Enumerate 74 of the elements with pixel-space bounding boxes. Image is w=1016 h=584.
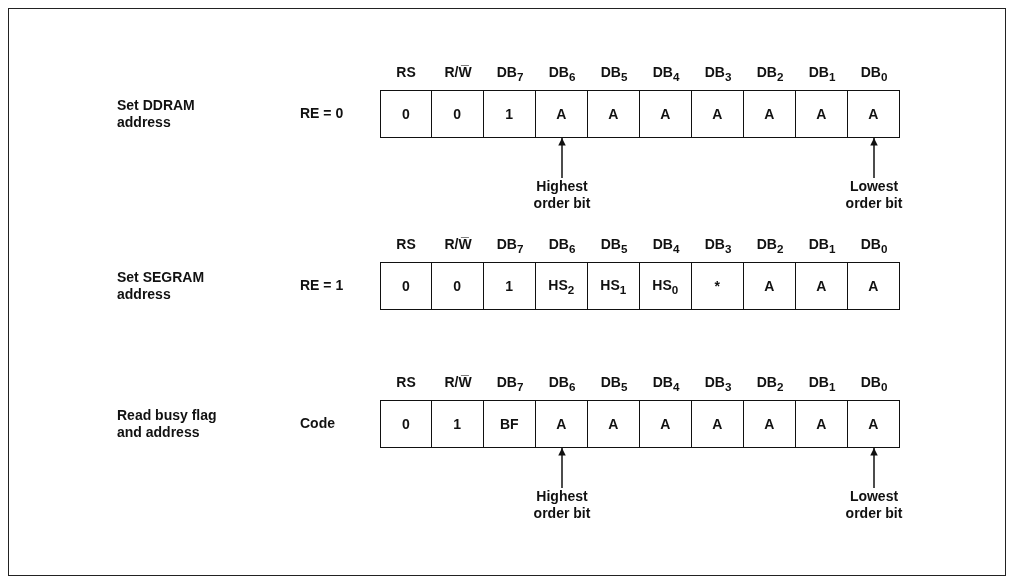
mode-label: Code bbox=[300, 415, 335, 432]
register-bit: 0 bbox=[430, 262, 484, 310]
leader-line bbox=[870, 447, 878, 489]
bit-name: DB$_{4}$ bbox=[651, 374, 681, 393]
leader-note: Highest order bit bbox=[526, 178, 598, 212]
bit-name: DB$_{6}$ bbox=[547, 236, 577, 255]
bit-name: DB$_{2}$ bbox=[755, 64, 785, 83]
register-bit: A bbox=[846, 262, 900, 310]
mode-label: RE = 0 bbox=[300, 105, 344, 122]
bit-name: DB$_{4}$ bbox=[651, 236, 681, 255]
bit-name: R/W̅ bbox=[443, 64, 473, 80]
register-bit: A bbox=[638, 90, 692, 138]
register-bit: 0 bbox=[380, 90, 432, 138]
bit-name: DB$_{3}$ bbox=[703, 64, 733, 83]
instruction-name: Set SEGRAM address bbox=[117, 269, 206, 303]
mode-label: RE = 1 bbox=[300, 277, 344, 294]
bit-name: DB$_{3}$ bbox=[703, 374, 733, 393]
bit-name: RS bbox=[395, 236, 417, 252]
bit-name: RS bbox=[395, 64, 417, 80]
leader-line bbox=[870, 137, 878, 179]
bit-name: DB$_{2}$ bbox=[755, 374, 785, 393]
register-bit: A bbox=[690, 90, 744, 138]
bit-name: DB$_{0}$ bbox=[859, 374, 889, 393]
leader-line bbox=[558, 137, 566, 179]
register-bit: * bbox=[690, 262, 744, 310]
register-bit: BF bbox=[482, 400, 536, 448]
leader-line bbox=[558, 447, 566, 489]
bit-name: DB$_{5}$ bbox=[599, 64, 629, 83]
bit-name: RS bbox=[395, 374, 417, 390]
register-bit: A bbox=[742, 262, 796, 310]
instruction-name: Set DDRAM address bbox=[117, 97, 196, 131]
bit-name: DB$_{3}$ bbox=[703, 236, 733, 255]
register-bit: A bbox=[690, 400, 744, 448]
register-bit: A bbox=[846, 90, 900, 138]
register-bit: A bbox=[846, 400, 900, 448]
bit-name: DB$_{1}$ bbox=[807, 236, 837, 255]
bit-name: DB$_{5}$ bbox=[599, 236, 629, 255]
register-bit: 1 bbox=[482, 90, 536, 138]
bit-name: DB$_{7}$ bbox=[495, 236, 525, 255]
register-bit: HS$_{2}$ bbox=[534, 262, 588, 310]
register-bit: A bbox=[794, 90, 848, 138]
bit-name: R/W̅ bbox=[443, 236, 473, 252]
bit-name: DB$_{1}$ bbox=[807, 374, 837, 393]
register-bit: A bbox=[586, 400, 640, 448]
register-bit: A bbox=[534, 400, 588, 448]
bit-name: DB$_{4}$ bbox=[651, 64, 681, 83]
leader-note: Highest order bit bbox=[526, 488, 598, 522]
register-bit: 0 bbox=[430, 90, 484, 138]
register-bit: 1 bbox=[482, 262, 536, 310]
register-bit: A bbox=[794, 400, 848, 448]
leader-note: Lowest order bit bbox=[838, 488, 910, 522]
bit-name: DB$_{7}$ bbox=[495, 374, 525, 393]
register-bit: A bbox=[742, 400, 796, 448]
bit-name: DB$_{6}$ bbox=[547, 374, 577, 393]
register-bit: 0 bbox=[380, 262, 432, 310]
bit-name: DB$_{0}$ bbox=[859, 236, 889, 255]
register-bit: 1 bbox=[430, 400, 484, 448]
bit-name: DB$_{6}$ bbox=[547, 64, 577, 83]
register-bit: A bbox=[794, 262, 848, 310]
register-bit: HS$_{1}$ bbox=[586, 262, 640, 310]
register-bit: A bbox=[638, 400, 692, 448]
register-bit: A bbox=[586, 90, 640, 138]
register-bit: HS$_{0}$ bbox=[638, 262, 692, 310]
bit-name: DB$_{7}$ bbox=[495, 64, 525, 83]
bit-name: DB$_{0}$ bbox=[859, 64, 889, 83]
leader-note: Lowest order bit bbox=[838, 178, 910, 212]
bit-name: DB$_{5}$ bbox=[599, 374, 629, 393]
bit-name: R/W̅ bbox=[443, 374, 473, 390]
register-bit: A bbox=[742, 90, 796, 138]
bit-name: DB$_{1}$ bbox=[807, 64, 837, 83]
register-bit: 0 bbox=[380, 400, 432, 448]
bit-name: DB$_{2}$ bbox=[755, 236, 785, 255]
instruction-name: Read busy flag and address bbox=[117, 407, 218, 441]
register-bit: A bbox=[534, 90, 588, 138]
